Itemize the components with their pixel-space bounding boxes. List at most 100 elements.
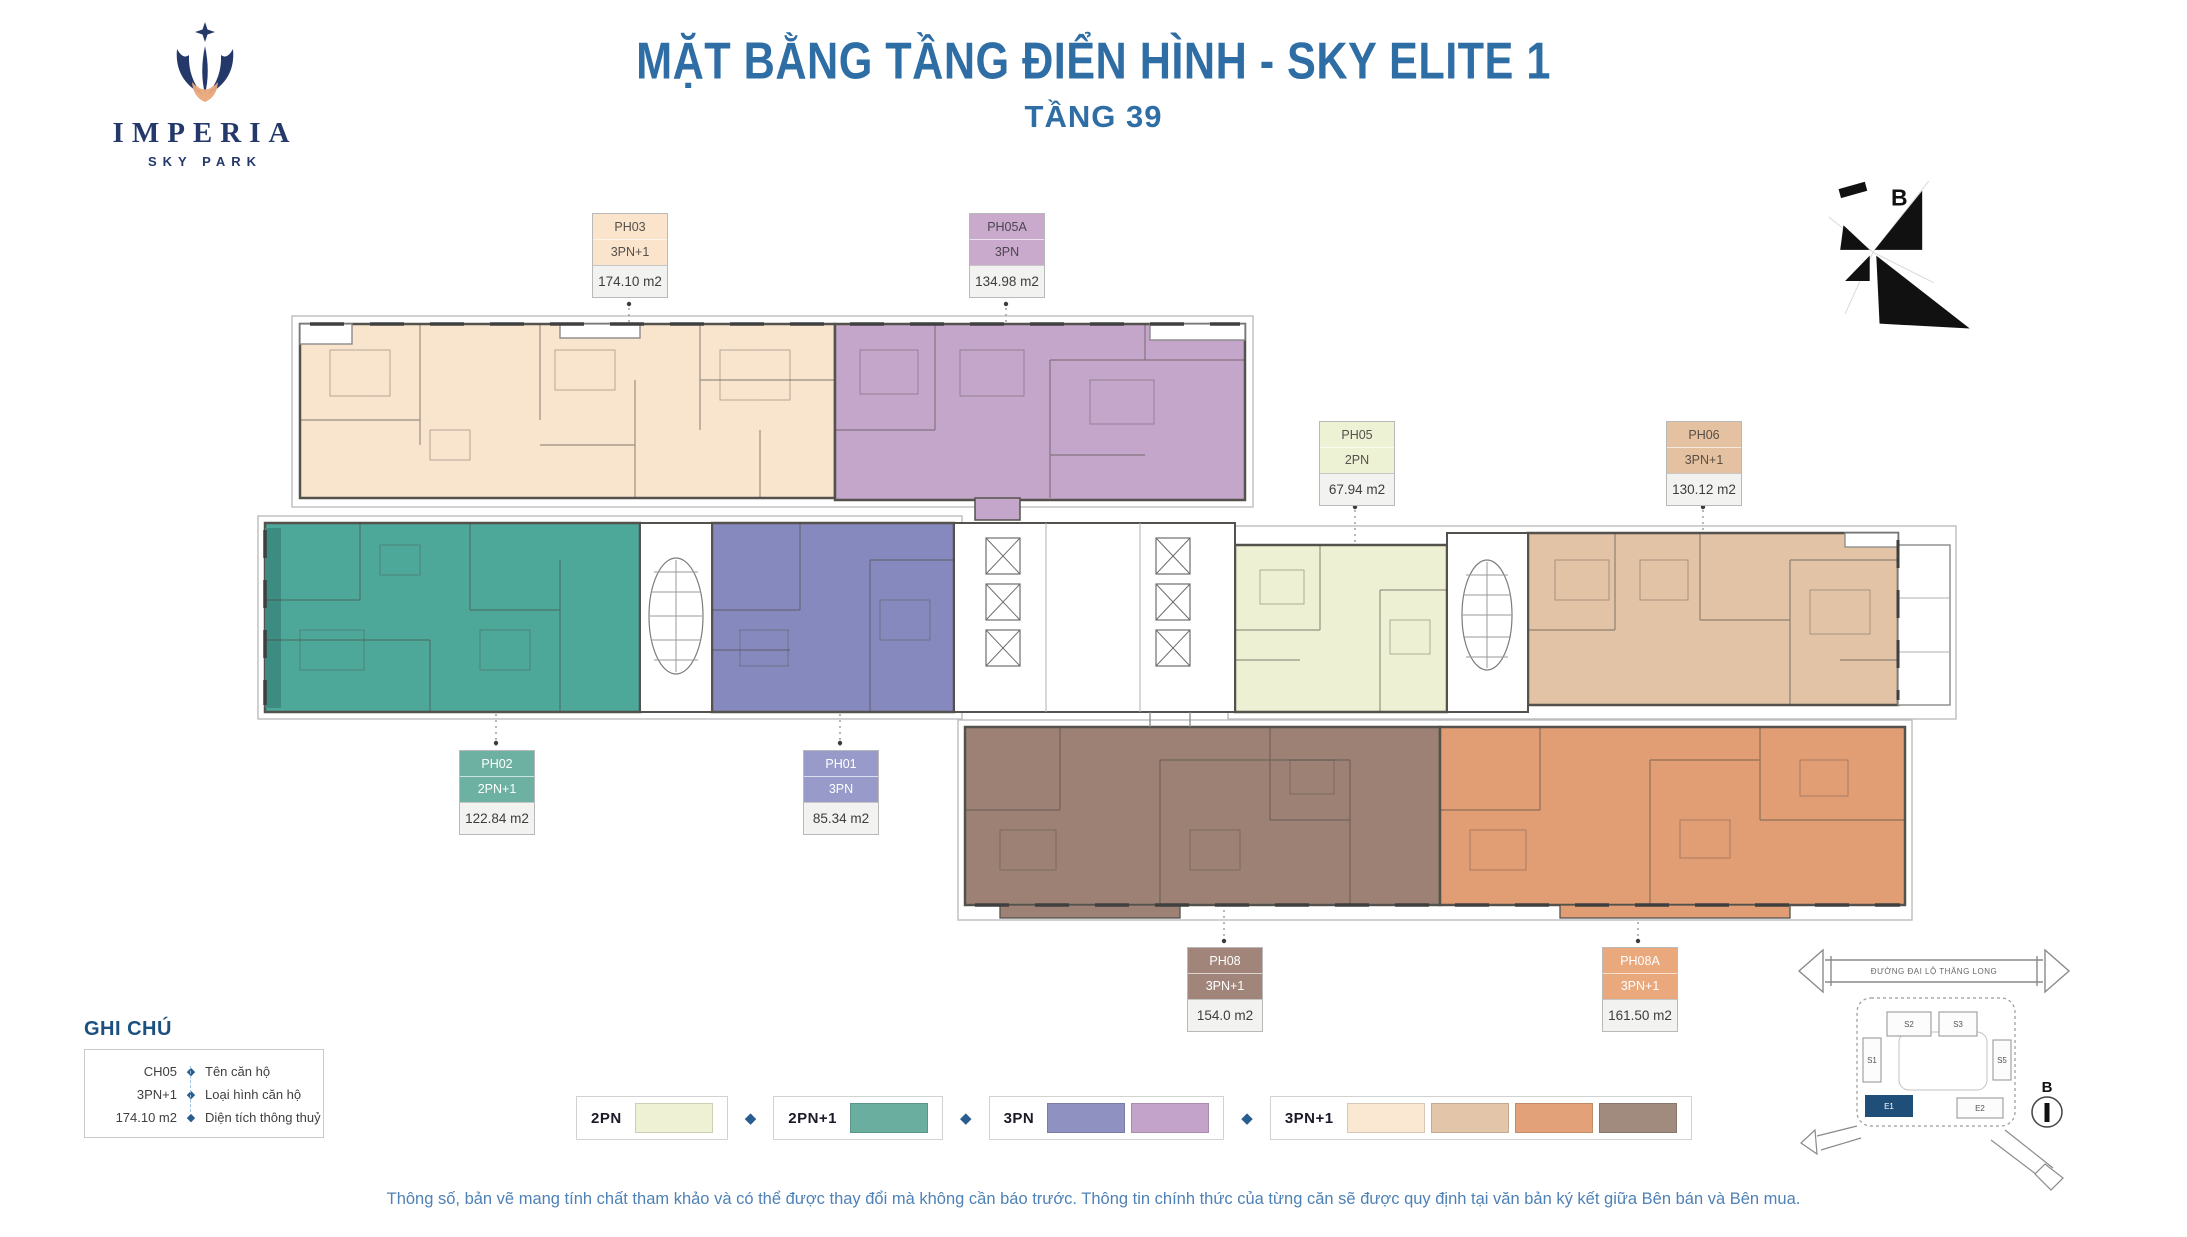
balcony-line	[291, 315, 1254, 508]
unit-code: PH08A	[1603, 948, 1677, 974]
note-key: 174.10 m2	[115, 1110, 177, 1125]
legend-type-label: 2PN+1	[788, 1109, 838, 1127]
elevator-core	[953, 522, 1236, 713]
unit-area: 122.84 m2	[460, 803, 534, 834]
building-labels: S2 S3 S1 S5 E1 E2	[1867, 1020, 2007, 1113]
site-map: ĐƯỜNG ĐẠI LỘ THĂNG LONG S2 S3 S1 S5 E1 E…	[1797, 948, 2071, 1191]
note-label: Tên căn hộ	[205, 1064, 271, 1079]
unit-type: 3PN	[804, 777, 878, 803]
legend-swatch	[1514, 1103, 1593, 1133]
compass-blade	[1840, 225, 1870, 250]
building-label-s1: S1	[1867, 1056, 1877, 1065]
leader-dots	[493, 301, 1706, 944]
legend-swatch	[850, 1103, 929, 1133]
unit-region-ph01	[710, 521, 956, 714]
unit-code: PH03	[593, 214, 667, 240]
note-key: 3PN+1	[136, 1087, 177, 1102]
unit-code: PH06	[1667, 422, 1741, 448]
building-label-e1: E1	[1884, 1102, 1894, 1111]
unit-code: PH08	[1188, 948, 1262, 974]
unit-type: 3PN	[970, 240, 1044, 266]
note-label: Diện tích thông thuỷ	[205, 1110, 321, 1125]
side-roads	[1800, 1125, 2064, 1191]
notch	[1844, 532, 1899, 548]
legend-box: 2PN	[576, 1096, 728, 1140]
disclaimer-text: Thông số, bản vẽ mang tính chất tham khả…	[386, 1190, 1801, 1208]
compass-blade	[1874, 190, 1923, 250]
legend-swatch	[1346, 1103, 1425, 1133]
imperia-logo-icon	[176, 22, 234, 102]
unit-area: 85.34 m2	[804, 803, 878, 834]
legend-separator-diamond: ◆	[1241, 1110, 1253, 1127]
unit-type: 2PN	[1320, 448, 1394, 474]
notch	[559, 323, 641, 339]
logo-name: IMPERIA	[112, 117, 298, 149]
unit-region-ph08a	[1438, 725, 1907, 907]
building-e2	[1956, 1097, 2004, 1119]
legend-swatch	[1047, 1103, 1126, 1133]
legend-swatches	[1047, 1103, 1210, 1133]
legend-swatches	[1346, 1103, 1677, 1133]
sitemap-compass-label: B	[2042, 1079, 2053, 1096]
ph08a-balcony	[1559, 904, 1791, 919]
logo-dot	[195, 86, 199, 90]
unit-label-ph05: PH05 2PN 67.94 m2	[1319, 421, 1395, 506]
notes-box: CH05 ◆ Tên căn hộ 3PN+1 ◆ Loại hình căn …	[84, 1049, 324, 1138]
wing-top	[298, 322, 1247, 521]
legend-separator-diamond: ◆	[960, 1110, 972, 1127]
compass-blade	[1876, 255, 1970, 329]
interior-walls	[300, 324, 1245, 498]
legend-type-label: 3PN+1	[1284, 1109, 1334, 1127]
stair-core-a	[639, 522, 713, 713]
unit-type: 3PN+1	[593, 240, 667, 266]
unit-area: 174.10 m2	[593, 266, 667, 297]
page-subtitle: TẦNG 39	[1024, 99, 1163, 134]
legend-type-label: 3PN	[1003, 1109, 1035, 1127]
legend-type-label: 2PN	[591, 1109, 622, 1127]
unit-area: 154.0 m2	[1188, 1000, 1262, 1031]
legend-swatch	[1430, 1103, 1509, 1133]
legend-separator-diamond: ◆	[744, 1110, 757, 1127]
road-label: ĐƯỜNG ĐẠI LỘ THĂNG LONG	[1871, 967, 1997, 976]
balcony-line	[957, 719, 1913, 921]
compass-dash	[1838, 181, 1868, 199]
unit-label-ph05a: PH05A 3PN 134.98 m2	[969, 213, 1045, 298]
unit-code: PH05A	[970, 214, 1044, 240]
legend-swatches	[850, 1103, 929, 1133]
diamond-bullet-icon: ◆	[186, 1112, 196, 1124]
notes-row: 174.10 m2 ◆ Diện tích thông thuỷ	[85, 1106, 323, 1129]
unit-code: PH05	[1320, 422, 1394, 448]
furniture	[299, 544, 1871, 671]
unit-type: 2PN+1	[460, 777, 534, 803]
unit-code: PH02	[460, 751, 534, 777]
stair-core-b	[1446, 532, 1529, 713]
unit-type: 3PN+1	[1188, 974, 1262, 1000]
unit-region-ph05a-tab	[974, 497, 1021, 521]
main-road	[1797, 948, 2071, 994]
unit-label-ph06: PH06 3PN+1 130.12 m2	[1666, 421, 1742, 506]
building-label-s3: S3	[1953, 1020, 1963, 1029]
unit-region-ph02	[263, 521, 642, 714]
notes-row: 3PN+1 ◆ Loại hình căn hộ	[85, 1083, 323, 1106]
building-s3	[1938, 1011, 1978, 1037]
building-label-s2: S2	[1904, 1020, 1914, 1029]
furniture	[999, 759, 1849, 871]
band-middle	[263, 521, 1951, 714]
compass-north-label: B	[1891, 185, 1908, 211]
unit-region-ph08	[963, 725, 1442, 907]
ph02-balcony	[265, 528, 281, 708]
legend-box: 3PN+1	[1269, 1096, 1692, 1140]
interior-walls	[965, 727, 1905, 905]
unit-area: 161.50 m2	[1603, 1000, 1677, 1031]
imperia-logo: IMPERIA SKY PARK	[110, 22, 300, 169]
site-buildings	[1862, 1011, 2012, 1119]
building-s5	[1992, 1039, 2012, 1081]
lobby-walls	[1045, 523, 1141, 712]
diamond-bullet-icon: ◆	[186, 1066, 196, 1078]
logo-star	[195, 22, 215, 42]
logo-petal-left	[176, 49, 203, 95]
legend-swatch	[634, 1103, 713, 1133]
building-e1-highlight	[1865, 1095, 1913, 1117]
